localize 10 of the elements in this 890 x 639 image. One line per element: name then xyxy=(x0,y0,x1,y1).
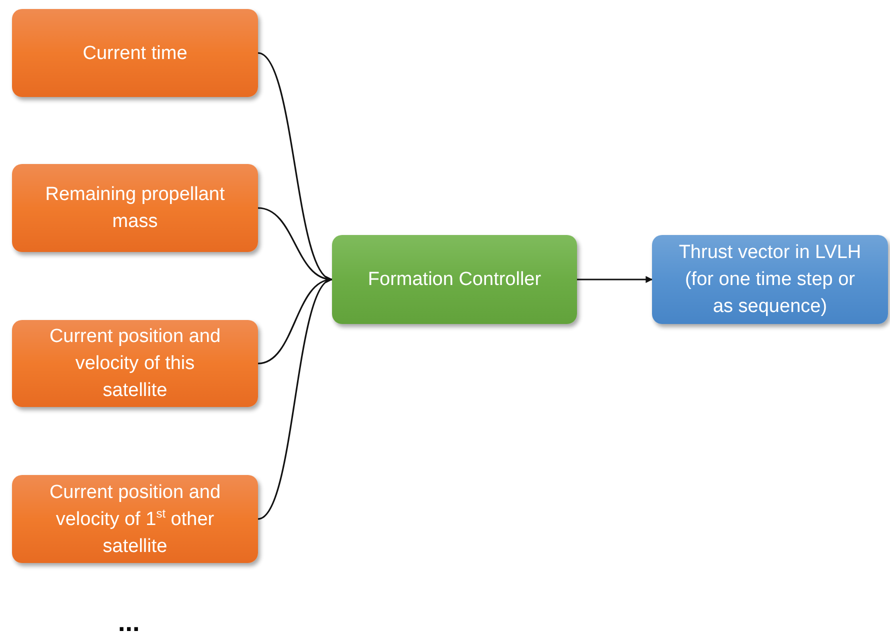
ellipsis-note: ... xyxy=(118,612,140,632)
output-box: Thrust vector in LVLH (for one time step or as sequence) xyxy=(652,235,888,324)
input-box: Remaining propellant mass xyxy=(12,164,258,252)
connector-arrow xyxy=(577,276,653,283)
connector-arrow xyxy=(258,277,333,364)
input-box: Current position and velocity of this satellite xyxy=(12,320,258,407)
connector-arrow xyxy=(258,278,333,520)
input-box: Current position and velocity of 1$^{st}$ other satellite xyxy=(12,475,258,563)
process-box: Formation Controller xyxy=(332,235,577,324)
input-box: Current time xyxy=(12,9,258,97)
